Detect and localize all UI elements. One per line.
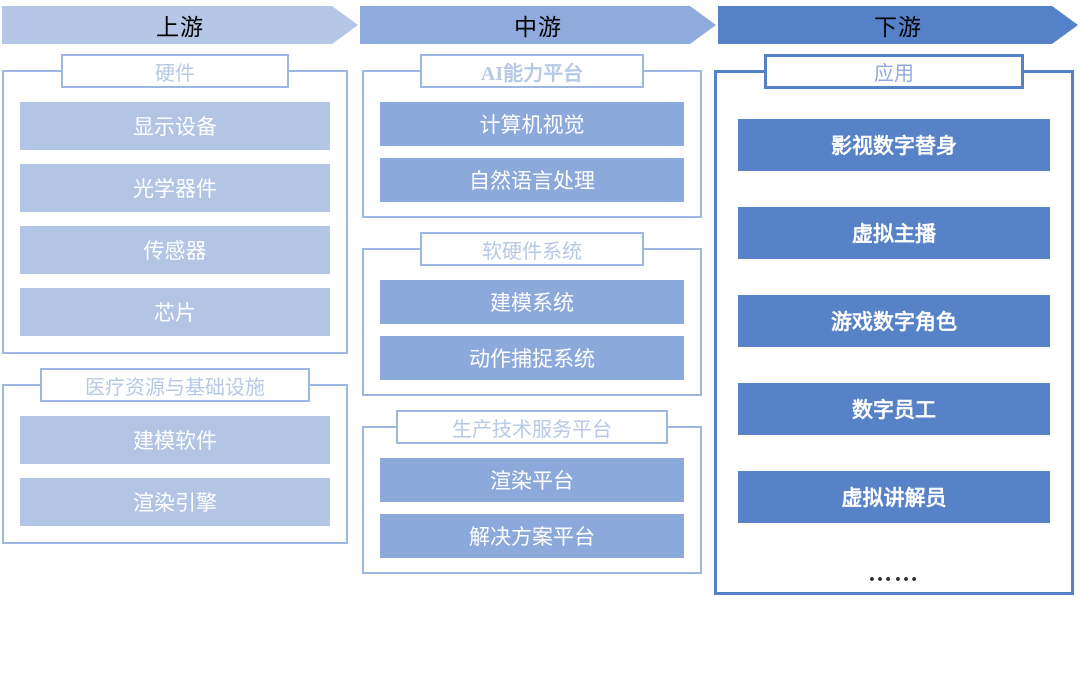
- stage-header-downstream: 下游: [718, 6, 1078, 44]
- item-rendering-platform[interactable]: 渲染平台: [380, 458, 684, 502]
- group-ai-capability-platform: AI能力平台 计算机视觉 自然语言处理: [362, 54, 702, 218]
- group-title-applications: 应用: [764, 54, 1024, 89]
- group-title-software-hardware-system: 软硬件系统: [419, 232, 645, 266]
- item-chip[interactable]: 芯片: [20, 288, 330, 336]
- item-modeling-system[interactable]: 建模系统: [380, 280, 684, 324]
- column-midstream: AI能力平台 计算机视觉 自然语言处理 软硬件系统 建模系统 动作捕捉系统 生产…: [362, 54, 702, 588]
- group-applications: 应用 影视数字替身 虚拟主播 游戏数字角色 数字员工 虚拟讲解员 ……: [714, 54, 1074, 595]
- item-solution-platform[interactable]: 解决方案平台: [380, 514, 684, 558]
- group-title-ai-capability-platform: AI能力平台: [419, 54, 645, 88]
- group-title-medical-resources: 医疗资源与基础设施: [40, 368, 310, 402]
- item-more-ellipsis: ……: [868, 561, 920, 587]
- group-body-medical-resources: 建模软件 渲染引擎: [2, 402, 348, 544]
- item-optical-component[interactable]: 光学器件: [20, 164, 330, 212]
- item-modeling-software[interactable]: 建模软件: [20, 416, 330, 464]
- group-title-hardware: 硬件: [60, 54, 290, 88]
- item-computer-vision[interactable]: 计算机视觉: [380, 102, 684, 146]
- column-downstream: 应用 影视数字替身 虚拟主播 游戏数字角色 数字员工 虚拟讲解员 ……: [714, 54, 1074, 609]
- group-body-ai-capability-platform: 计算机视觉 自然语言处理: [362, 88, 702, 218]
- item-digital-employee[interactable]: 数字员工: [738, 383, 1050, 435]
- item-display-device[interactable]: 显示设备: [20, 102, 330, 150]
- stage-label-downstream: 下游: [874, 15, 922, 40]
- stage-header-midstream: 中游: [360, 6, 716, 44]
- group-hardware: 硬件 显示设备 光学器件 传感器 芯片: [2, 54, 348, 354]
- item-virtual-presenter[interactable]: 虚拟讲解员: [738, 471, 1050, 523]
- item-motion-capture-system[interactable]: 动作捕捉系统: [380, 336, 684, 380]
- stage-label-midstream: 中游: [514, 15, 562, 40]
- stage-header-upstream: 上游: [2, 6, 358, 44]
- group-body-production-tech-service-platform: 渲染平台 解决方案平台: [362, 444, 702, 574]
- group-body-hardware: 显示设备 光学器件 传感器 芯片: [2, 88, 348, 354]
- group-medical-resources: 医疗资源与基础设施 建模软件 渲染引擎: [2, 368, 348, 544]
- group-software-hardware-system: 软硬件系统 建模系统 动作捕捉系统: [362, 232, 702, 396]
- group-title-production-tech-service-platform: 生产技术服务平台: [396, 410, 668, 444]
- item-rendering-engine[interactable]: 渲染引擎: [20, 478, 330, 526]
- item-game-digital-character[interactable]: 游戏数字角色: [738, 295, 1050, 347]
- item-film-digital-double[interactable]: 影视数字替身: [738, 119, 1050, 171]
- group-body-applications: 影视数字替身 虚拟主播 游戏数字角色 数字员工 虚拟讲解员 ……: [714, 89, 1074, 595]
- item-virtual-anchor[interactable]: 虚拟主播: [738, 207, 1050, 259]
- group-body-software-hardware-system: 建模系统 动作捕捉系统: [362, 266, 702, 396]
- item-nlp[interactable]: 自然语言处理: [380, 158, 684, 202]
- group-production-tech-service-platform: 生产技术服务平台 渲染平台 解决方案平台: [362, 410, 702, 574]
- stage-label-upstream: 上游: [156, 15, 204, 40]
- item-sensor[interactable]: 传感器: [20, 226, 330, 274]
- column-upstream: 硬件 显示设备 光学器件 传感器 芯片 医疗资源与基础设施 建模软件 渲染引擎: [2, 54, 348, 558]
